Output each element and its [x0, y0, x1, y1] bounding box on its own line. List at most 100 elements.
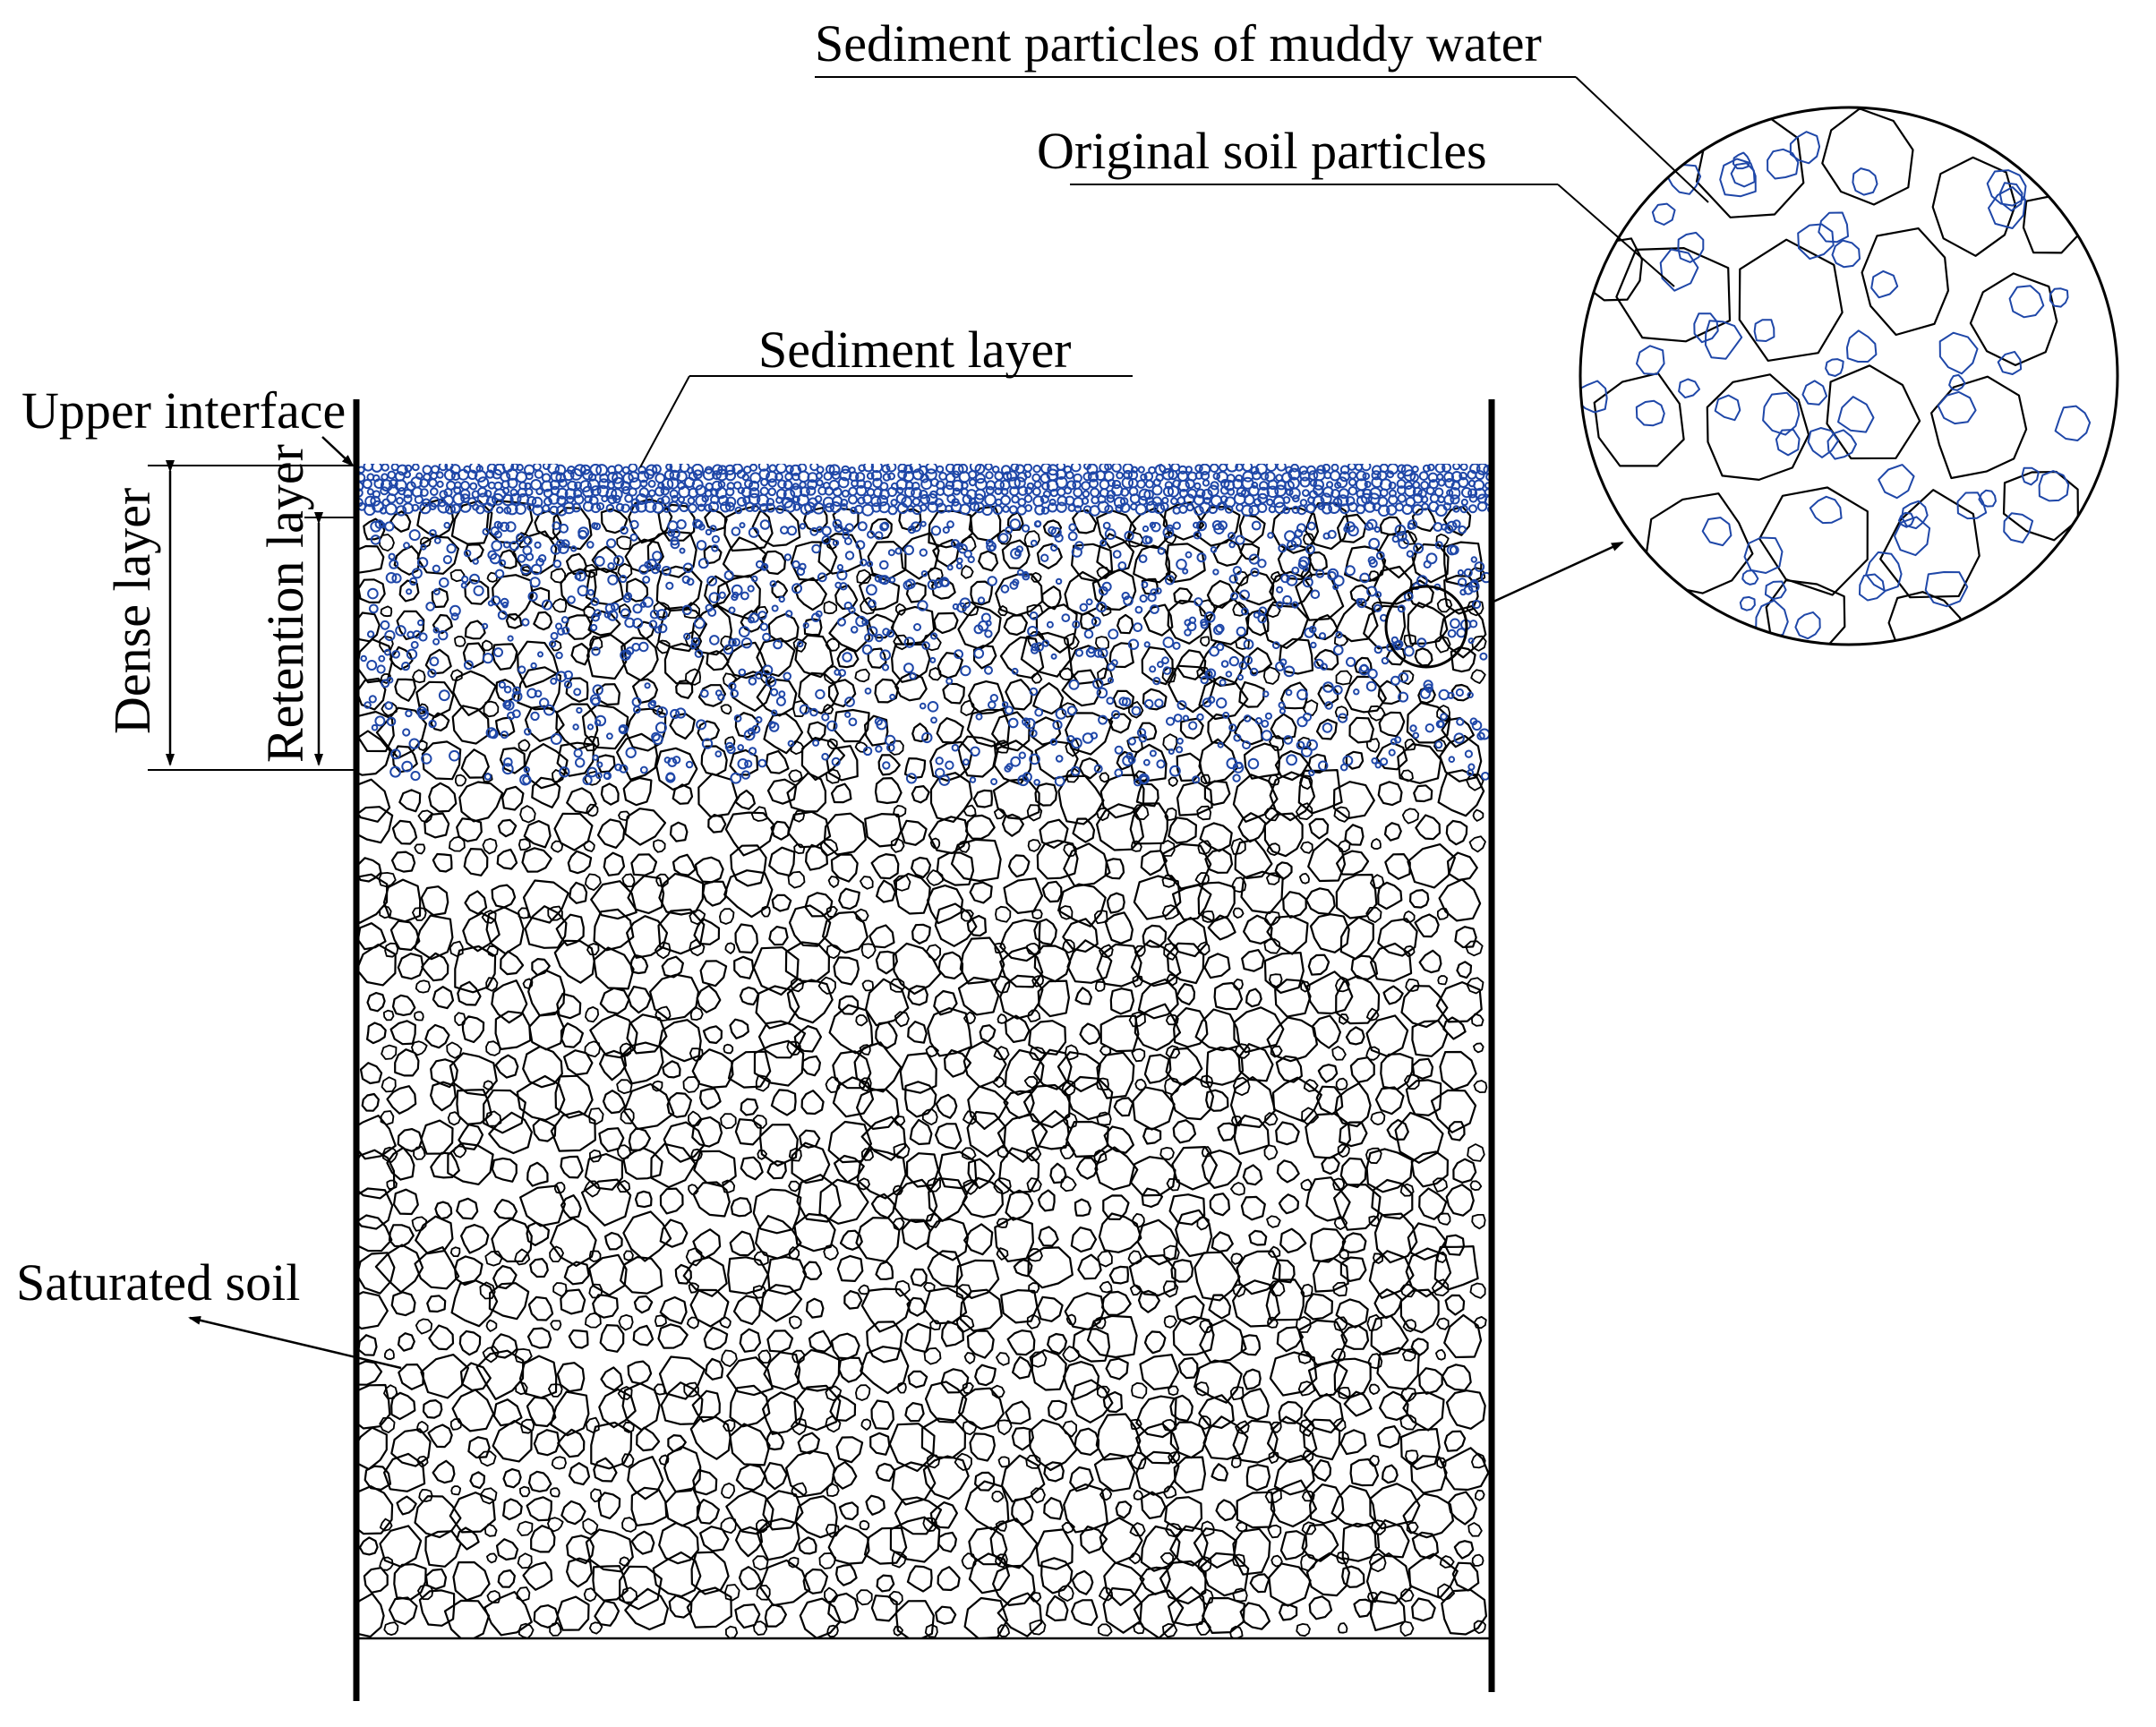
sediment-particle — [800, 486, 810, 498]
retained-sediment-particle — [1241, 607, 1249, 616]
soil-particle — [788, 769, 803, 782]
soil-particle — [1134, 1078, 1147, 1091]
soil-particle — [623, 1250, 634, 1261]
soil-particle — [658, 1521, 699, 1565]
sediment-particle — [750, 504, 759, 512]
soil-particle — [1072, 509, 1098, 534]
soil-particle — [394, 678, 417, 702]
retained-sediment-particle — [552, 560, 562, 569]
soil-particle — [583, 1587, 597, 1603]
soil-particle — [1333, 1184, 1382, 1231]
retained-sediment-particle — [1228, 574, 1238, 584]
retained-sediment-particle — [1149, 521, 1157, 529]
soil-particle — [397, 1332, 415, 1352]
soil-particle — [1312, 1459, 1332, 1483]
retained-sediment-particle — [552, 521, 561, 531]
soil-particle — [518, 838, 531, 851]
soil-particle — [888, 1590, 903, 1605]
soil-particle — [1445, 1389, 1486, 1430]
soil-particle — [1267, 1316, 1279, 1329]
soil-particle — [689, 909, 706, 926]
soil-particle — [1411, 1057, 1434, 1080]
retained-sediment-particle — [595, 772, 603, 780]
retained-sediment-particle — [539, 697, 550, 708]
soil-particle — [1140, 1491, 1167, 1519]
retained-sediment-particle — [791, 560, 800, 569]
muddy-water-sediment-particle — [1580, 380, 1608, 414]
soil-particle — [1093, 1149, 1108, 1164]
soil-particle — [1063, 1483, 1108, 1534]
soil-particle — [500, 950, 525, 976]
retained-sediment-particle — [1310, 589, 1321, 600]
soil-particle — [968, 680, 1006, 715]
sediment-particle — [661, 495, 671, 505]
retained-sediment-particle — [1216, 697, 1228, 709]
retained-sediment-particle — [927, 579, 938, 591]
retained-sediment-particle — [1425, 552, 1438, 565]
sediment-particle — [428, 478, 438, 488]
soil-particle — [1203, 953, 1231, 979]
soil-particle — [1373, 1288, 1403, 1320]
soil-particles — [358, 498, 1490, 1638]
soil-particle — [699, 960, 728, 987]
retained-sediment-particle — [989, 694, 999, 703]
sediment-particle — [766, 502, 776, 513]
soil-particle — [358, 710, 395, 753]
soil-particle — [502, 1467, 522, 1489]
sediment-particle — [760, 478, 769, 487]
original-soil-particle — [1645, 492, 1754, 594]
soil-particle — [1000, 1289, 1039, 1324]
soil-particle — [729, 1018, 749, 1039]
retained-sediment-particle — [1010, 756, 1022, 767]
soil-particle — [682, 1256, 728, 1297]
soil-particle — [382, 1009, 395, 1022]
soil-particle — [424, 1023, 450, 1049]
soil-particle — [660, 1381, 704, 1425]
soil-particle — [652, 1551, 702, 1598]
soil-particle — [1337, 1143, 1350, 1158]
soil-particle — [1300, 841, 1313, 854]
soil-particle — [1066, 939, 1113, 984]
retained-sediment-particle — [1367, 668, 1378, 680]
retained-sediment-particle — [1278, 543, 1288, 553]
muddy-water-sediment-particle — [1714, 394, 1741, 422]
soil-particle — [486, 945, 499, 957]
soil-particle — [1317, 1064, 1339, 1083]
soil-particle — [692, 1181, 731, 1218]
sediment-particle — [496, 506, 504, 514]
retained-sediment-particle — [773, 639, 783, 650]
sediment-particle — [718, 495, 729, 506]
retained-sediment-particle — [744, 759, 753, 768]
sediment-particle — [1296, 504, 1307, 516]
retained-sediment-particle — [728, 606, 736, 614]
soil-particle — [996, 1247, 1009, 1261]
sediment-particle — [1086, 464, 1099, 475]
soil-particle — [734, 789, 756, 810]
soil-particle — [464, 578, 490, 605]
retained-sediment-particle — [696, 719, 707, 731]
muddy-water-sediment-particle — [2054, 405, 2092, 441]
retained-sediment-particle — [606, 538, 617, 549]
soil-particle — [1099, 1014, 1140, 1053]
soil-particle — [1097, 1623, 1113, 1637]
retained-sediment-particle — [1216, 643, 1225, 652]
soil-particle — [1172, 1119, 1197, 1144]
sediment-particle — [1194, 471, 1203, 480]
retained-sediment-particle — [988, 700, 997, 710]
sediment-particle — [665, 464, 673, 471]
soil-particle — [877, 754, 901, 776]
retained-sediment-particle — [371, 723, 379, 731]
original-soil-particle — [1931, 156, 2017, 257]
retained-sediment-particle — [718, 591, 726, 599]
retained-sediment-particle — [1413, 543, 1424, 554]
soil-particle — [1405, 1079, 1442, 1116]
sediment-particle — [1313, 468, 1326, 482]
soil-particle — [1049, 1162, 1067, 1184]
soil-particle — [598, 1388, 637, 1429]
soil-particle — [1038, 1226, 1059, 1247]
soil-particle — [627, 875, 665, 915]
retained-sediment-particle — [443, 521, 451, 529]
retained-sediment-particle — [740, 591, 749, 601]
sediment-particle — [437, 500, 450, 514]
sediment-particle — [1024, 486, 1033, 495]
